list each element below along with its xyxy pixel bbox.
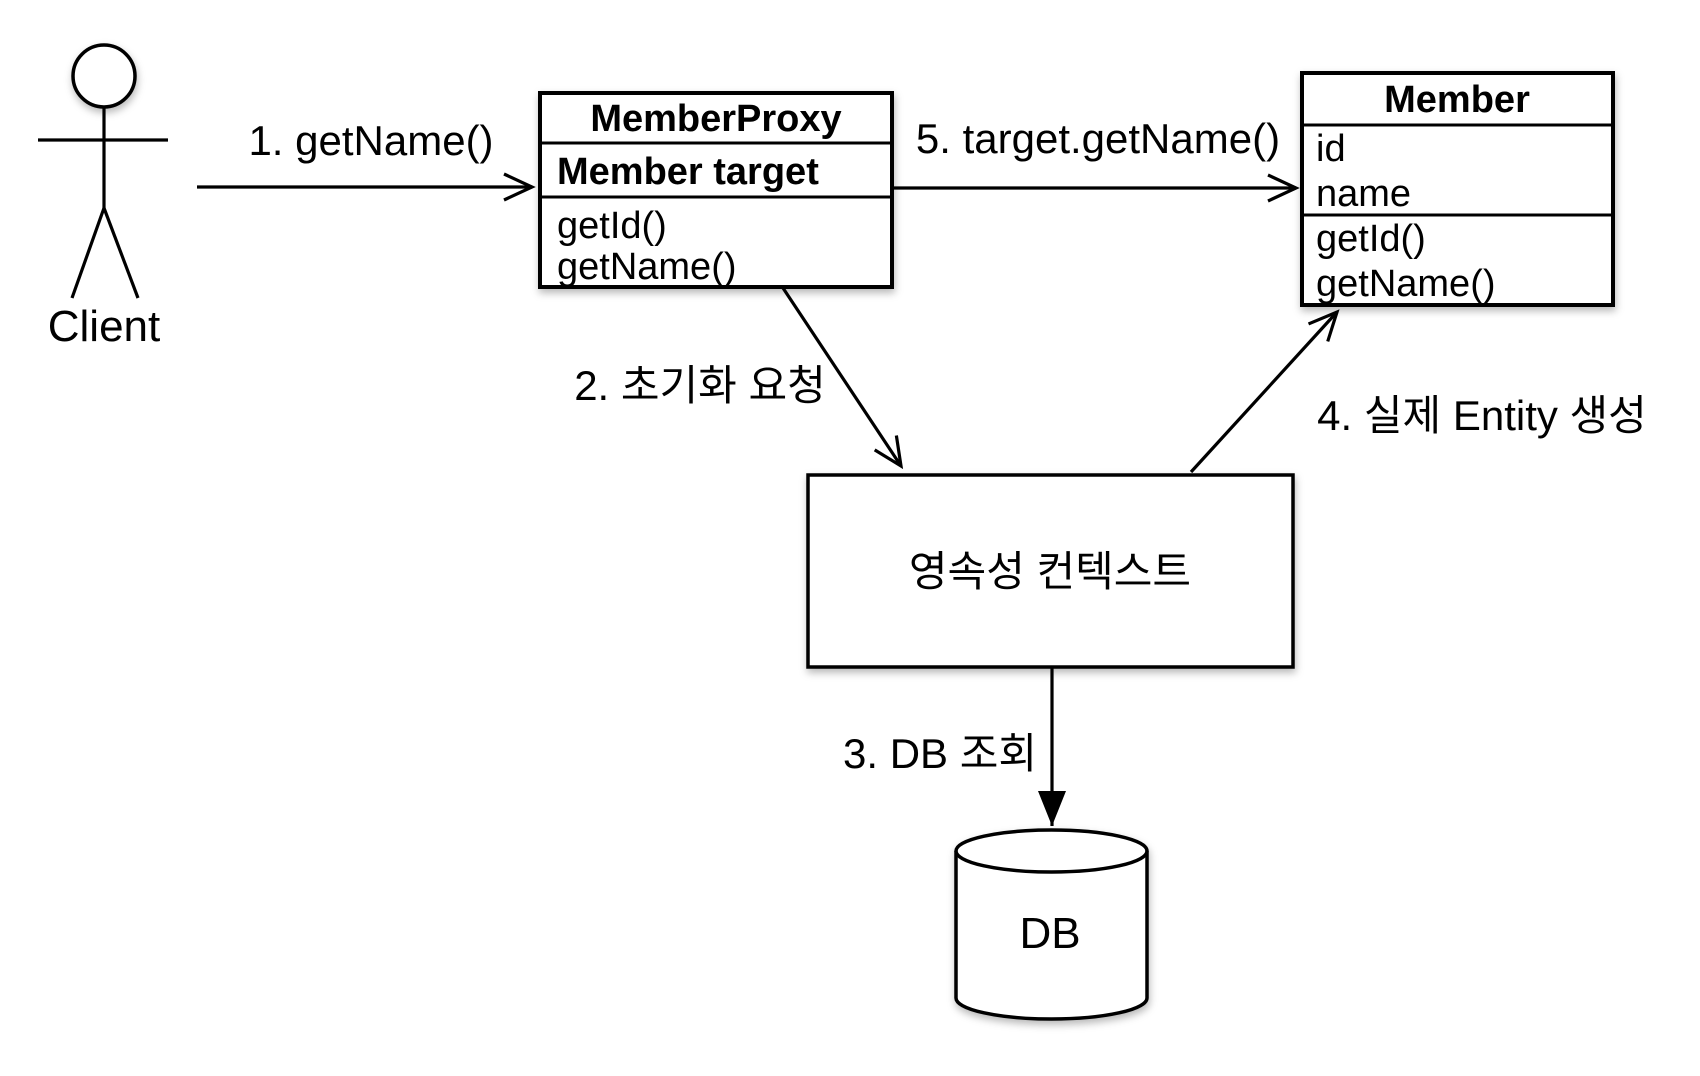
arrow-step2	[781, 287, 904, 470]
database-top	[954, 828, 1149, 874]
class-box-member: Member id name getId() getName()	[1300, 71, 1615, 307]
member-attribute: id	[1316, 128, 1346, 170]
arrow-step4-label: 4. 실제 Entity 생성	[1317, 392, 1647, 439]
persistence-context-label: 영속성 컨텍스트	[909, 548, 1191, 595]
arrow-step5-label: 5. target.getName()	[916, 115, 1280, 162]
arrow-step1-label: 1. getName()	[248, 117, 493, 164]
arrow-step4	[1189, 309, 1340, 474]
memberproxy-method: getId()	[557, 205, 667, 247]
memberproxy-title: MemberProxy	[590, 98, 841, 140]
class-box-memberproxy: MemberProxy Member target getId() getNam…	[538, 91, 894, 289]
database-cylinder-icon	[954, 828, 1149, 1021]
memberproxy-field: Member target	[557, 151, 819, 193]
arrow-step3-label: 3. DB 조회	[843, 730, 1037, 777]
member-attribute: name	[1316, 173, 1411, 215]
persistence-context: 영속성 컨텍스트	[806, 473, 1295, 669]
actor-right-leg	[102, 207, 140, 299]
member-method: getName()	[1316, 263, 1496, 305]
member-method: getId()	[1316, 218, 1426, 260]
database-body	[954, 851, 1149, 1021]
member-title: Member	[1384, 79, 1530, 121]
member-box	[1300, 71, 1615, 307]
arrow-step2-label: 2. 초기화 요청	[574, 362, 826, 409]
memberproxy-method: getName()	[557, 246, 737, 288]
client-actor-icon	[38, 43, 168, 299]
database-label: DB	[1019, 909, 1080, 958]
actor-head	[71, 43, 137, 109]
actor-label: Client	[48, 302, 161, 351]
actor-left-leg	[70, 207, 106, 299]
memberproxy-box	[538, 91, 894, 289]
